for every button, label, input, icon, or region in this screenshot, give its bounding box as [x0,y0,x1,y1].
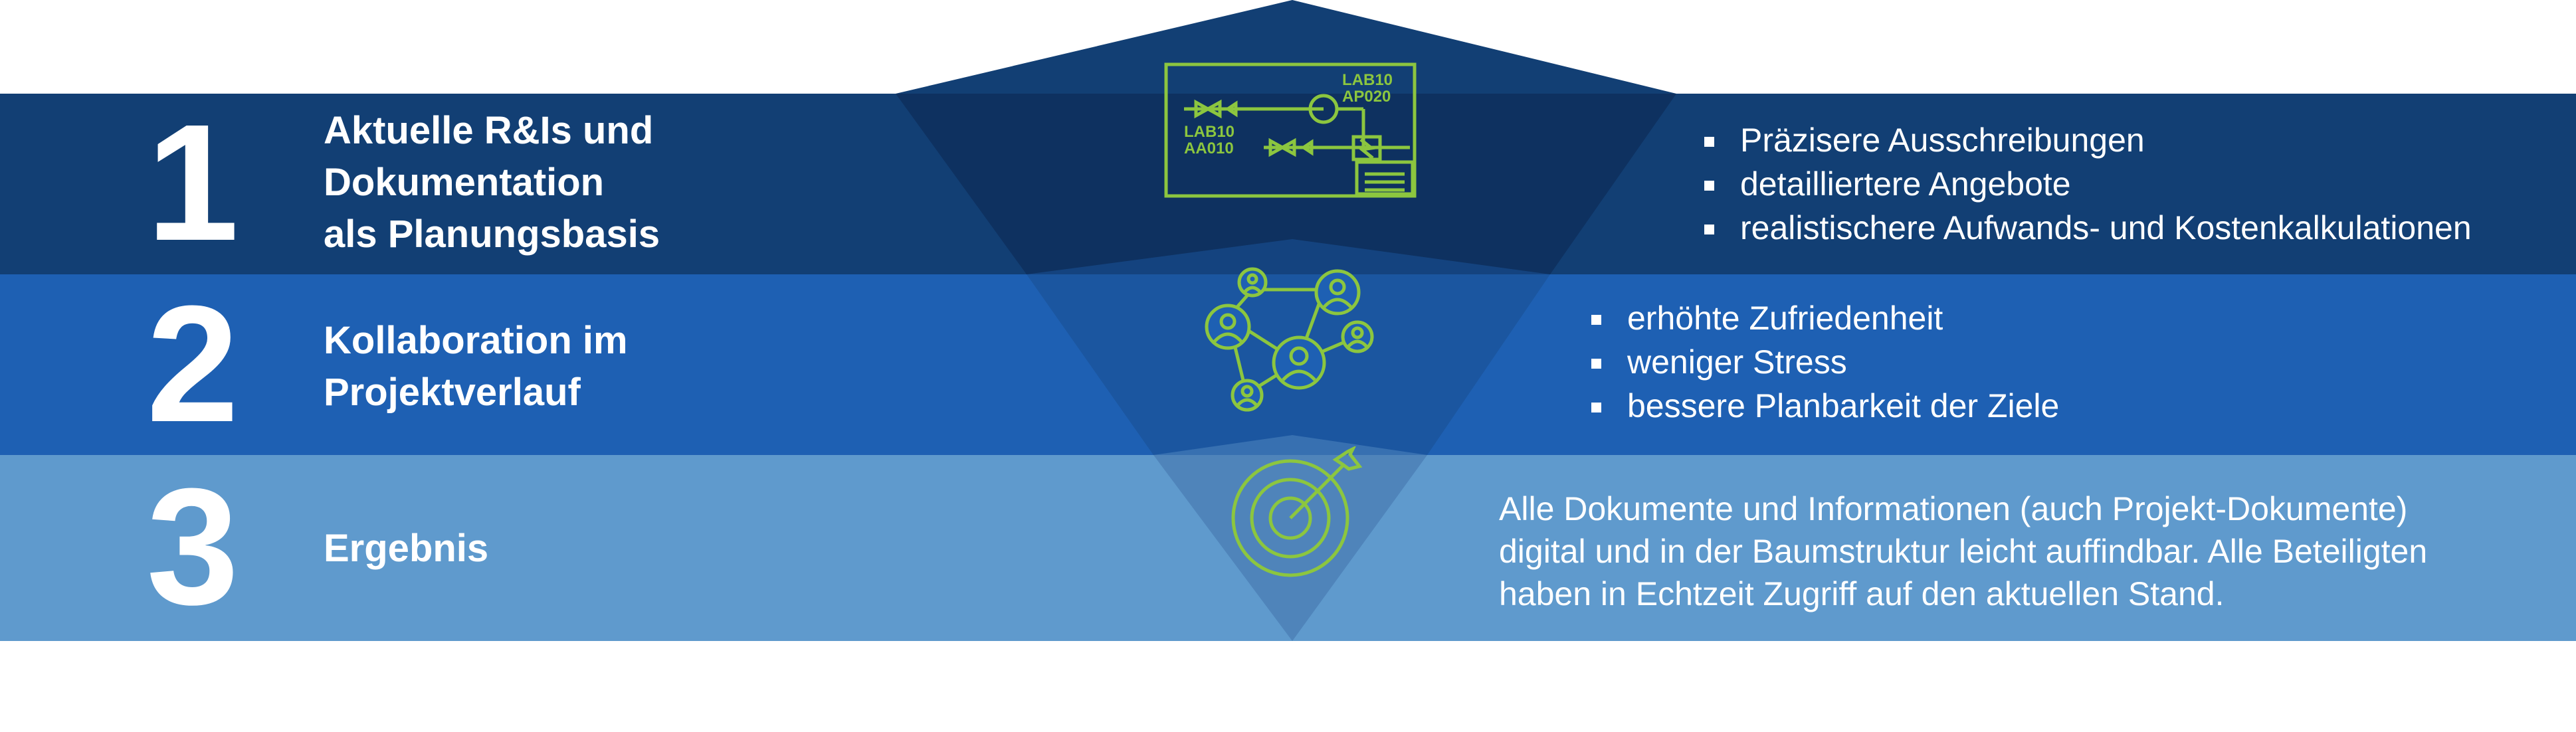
row-3-title: Ergebnis [324,523,488,575]
schematic-label-left-line-1: LAB10 [1184,123,1235,141]
row-1-bullet-1: Präzisere Ausschreibungen [1699,118,2472,162]
row-1-number: 1 [146,90,239,275]
target-with-arrow-icon [1231,446,1362,577]
people-network-icon [1205,267,1374,412]
row-3-result-text: Alle Dokumente und Informationen (auch P… [1499,488,2427,615]
row-2-benefits-list: erhöhte Zufriedenheit weniger Stress bes… [1586,296,2059,428]
row-1-title-line-3: als Planungsbasis [324,213,660,256]
funnel-segment-1-lower-shade [1027,239,1550,274]
schematic-label-left-line-2: AA010 [1184,139,1234,157]
funnel-segment-3 [1153,455,1427,641]
row-1-title: Aktuelle R&Is und Dokumentation als Plan… [324,105,660,260]
row-3-result-line-3: haben in Echtzeit Zugriff auf den aktuel… [1499,575,2225,612]
row-2-bullet-2: weniger Stress [1586,340,2059,384]
row-2-bullet-3: bessere Planbarkeit der Ziele [1586,384,2059,428]
row-2-title-line-2: Projektverlauf [324,371,581,414]
row-1-bullet-3: realistischere Aufwands- und Kostenkalku… [1699,206,2472,250]
row-2-title-line-1: Kollaboration im [324,319,628,362]
row-1-title-line-1: Aktuelle R&Is und [324,109,654,152]
schematic-label-top-line-2: AP020 [1342,88,1391,106]
row-1-title-line-2: Dokumentation [324,161,605,204]
row-3-number: 3 [146,454,239,639]
row-2-title: Kollaboration im Projektverlauf [324,315,628,418]
row-1-bullet-2: detailliertere Angebote [1699,162,2472,206]
row-1-benefits-list: Präzisere Ausschreibungen detailliertere… [1699,118,2472,250]
funnel-segment-1 [896,94,1676,274]
row-3-title-line-1: Ergebnis [324,527,489,570]
row-3-result-line-1: Alle Dokumente und Informationen (auch P… [1499,490,2408,527]
row-2-number: 2 [146,271,239,456]
row-2-bullet-1: erhöhte Zufriedenheit [1586,296,2059,340]
p-and-id-schematic-icon: LAB10 AP020 LAB10 AA010 [1164,62,1417,198]
funnel-segment-2-lower-shade [1153,435,1427,455]
funnel-top-cap [896,0,1676,94]
schematic-label-top-line-1: LAB10 [1342,71,1393,89]
row-3-result-line-2: digital und in der Baumstruktur leicht a… [1499,533,2428,570]
